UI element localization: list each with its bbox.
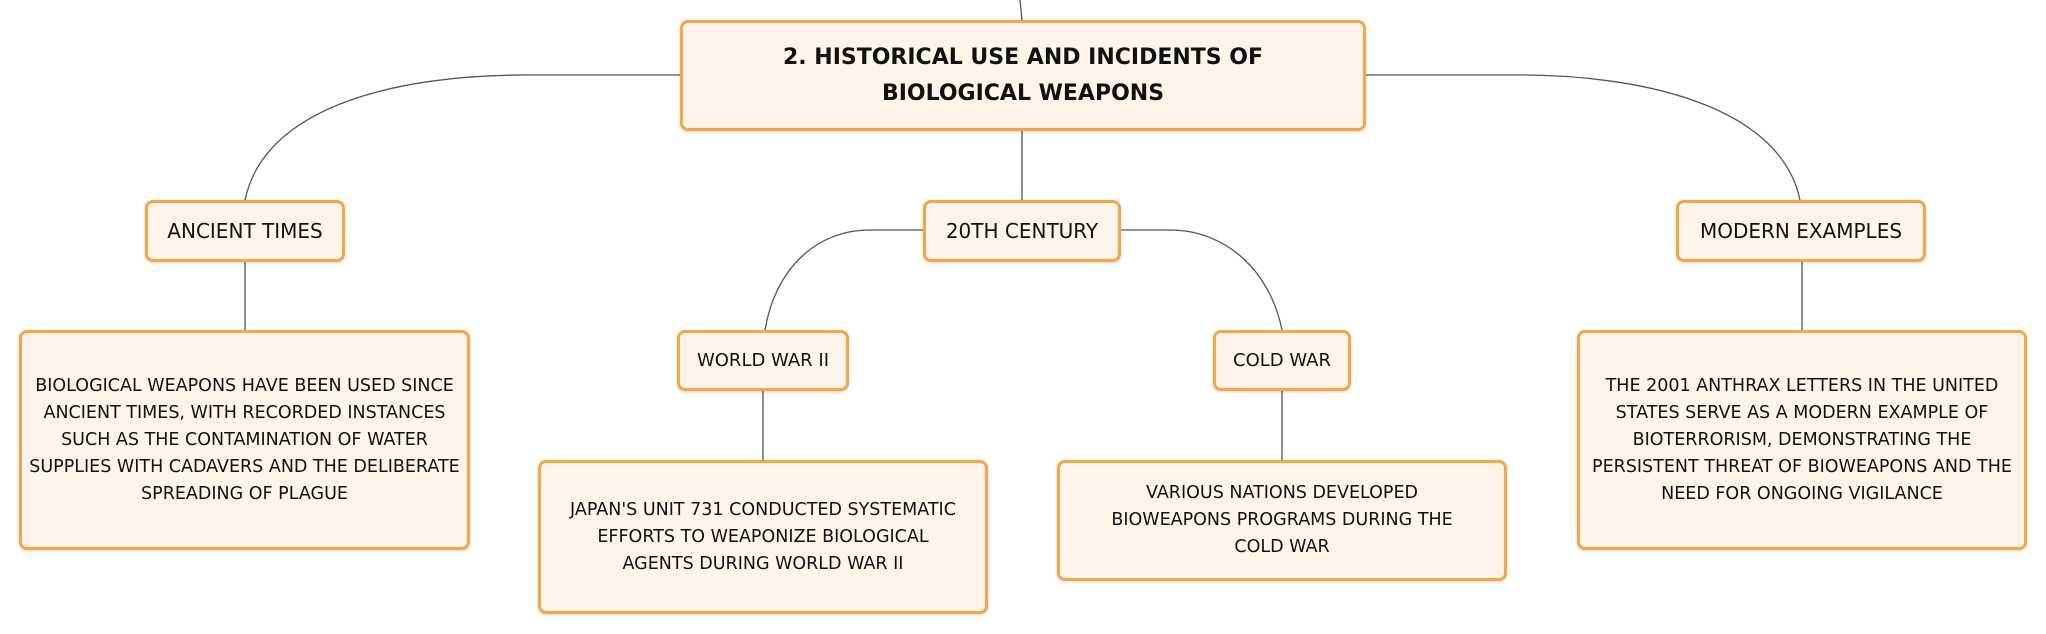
cold-war-detail: VARIOUS NATIONS DEVELOPED BIOWEAPONS PRO…	[1111, 483, 1453, 557]
connector-root-ancient	[244, 74, 680, 201]
ancient-times-detail-node[interactable]: BIOLOGICAL WEAPONS HAVE BEEN USED SINCE …	[19, 330, 470, 550]
twentieth-century-node[interactable]: 20TH CENTURY	[923, 200, 1121, 262]
ancient-times-label: ANCIENT TIMES	[167, 219, 323, 243]
world-war-ii-detail: JAPAN'S UNIT 731 CONDUCTED SYSTEMATIC EF…	[570, 499, 956, 574]
ancient-times-node[interactable]: ANCIENT TIMES	[145, 200, 345, 262]
connector-root-modern	[1366, 74, 1801, 201]
connector-parent-root	[1019, 0, 1023, 21]
modern-examples-label: MODERN EXAMPLES	[1699, 219, 1903, 243]
cold-war-label: COLD WAR	[1233, 350, 1331, 371]
twentieth-century-label: 20TH CENTURY	[945, 219, 1099, 243]
world-war-ii-detail-node[interactable]: JAPAN'S UNIT 731 CONDUCTED SYSTEMATIC EF…	[538, 460, 988, 614]
cold-war-detail-node[interactable]: VARIOUS NATIONS DEVELOPED BIOWEAPONS PRO…	[1057, 460, 1507, 581]
modern-examples-detail: THE 2001 ANTHRAX LETTERS IN THE UNITED S…	[1592, 375, 2012, 504]
cold-war-node[interactable]: COLD WAR	[1213, 330, 1351, 391]
modern-examples-detail-node[interactable]: THE 2001 ANTHRAX LETTERS IN THE UNITED S…	[1577, 330, 2027, 550]
root-label: 2. HISTORICAL USE AND INCIDENTS OF BIOLO…	[782, 44, 1264, 106]
connector-twentieth-coldwar	[1121, 229, 1283, 331]
world-war-ii-label: WORLD WAR II	[696, 350, 830, 371]
root-node[interactable]: 2. HISTORICAL USE AND INCIDENTS OF BIOLO…	[680, 20, 1366, 131]
connector-twentieth-ww2	[764, 229, 923, 331]
ancient-times-detail: BIOLOGICAL WEAPONS HAVE BEEN USED SINCE …	[29, 375, 460, 504]
modern-examples-node[interactable]: MODERN EXAMPLES	[1676, 200, 1926, 262]
world-war-ii-node[interactable]: WORLD WAR II	[677, 330, 849, 391]
